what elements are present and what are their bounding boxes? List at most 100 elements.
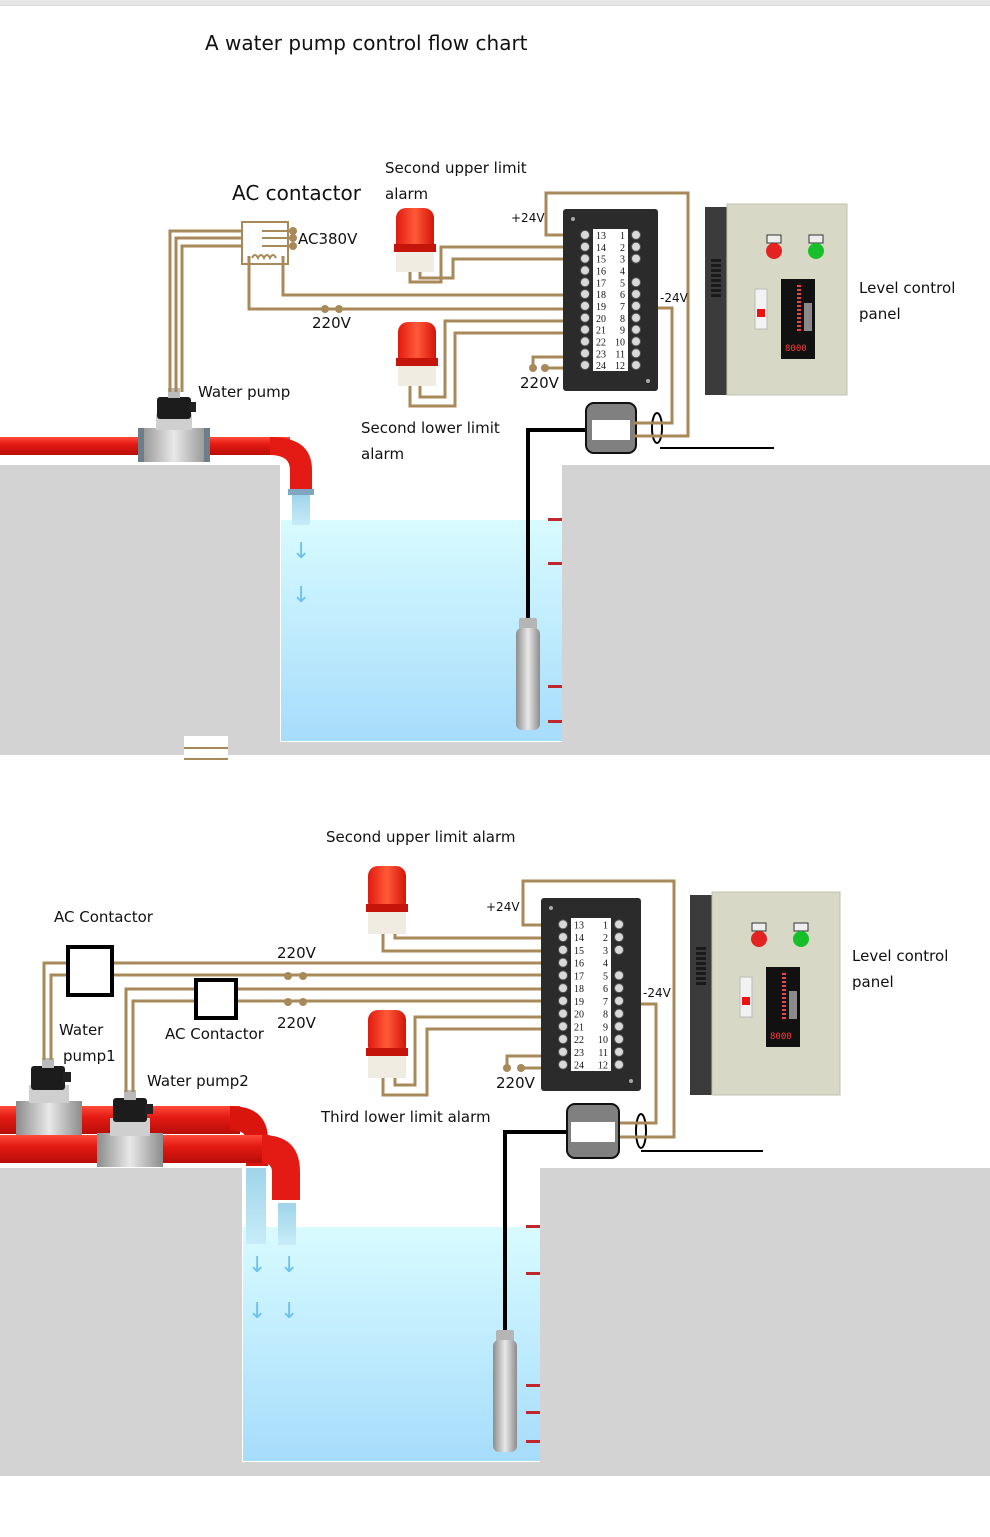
screw-terminal <box>614 932 624 943</box>
screw-terminal <box>558 1046 568 1057</box>
bargraph-segment <box>782 989 786 991</box>
screw-terminal <box>631 241 641 252</box>
lower-alarm-label-2: alarm <box>361 445 405 463</box>
terminal-number: 11 <box>598 1048 608 1059</box>
screw-terminal <box>558 944 568 955</box>
button-cap <box>793 922 809 932</box>
junction-box <box>585 402 774 454</box>
ac380v-label: AC380V <box>298 230 358 248</box>
terminal-number: 22 <box>596 337 606 348</box>
vent-slot <box>696 947 706 950</box>
bargraph-segment <box>797 301 801 303</box>
terminal-number: 18 <box>574 984 584 995</box>
terminal-number: 12 <box>598 1061 608 1072</box>
water-body <box>281 520 562 741</box>
level-control-panel: 8000 <box>705 203 848 396</box>
water-pump2-valve <box>97 1090 163 1167</box>
screw-terminal <box>631 229 641 240</box>
ac-contactor-1-box <box>66 945 114 997</box>
upper-alarm-label: Second upper limit alarm <box>326 828 516 846</box>
terminal-number: 8 <box>603 1010 608 1021</box>
ac-contactor-label: AC contactor <box>232 181 361 205</box>
ac-contactor-1-label: AC Contactor <box>54 908 153 926</box>
upper-limit-alarm-light <box>394 208 436 272</box>
tank-wall-right <box>540 1168 990 1476</box>
screw-terminal <box>580 312 590 323</box>
screw-terminal <box>558 995 568 1006</box>
screw-terminal <box>558 919 568 930</box>
vent-slot <box>711 274 721 277</box>
lower-alarm-label: Second lower limit <box>361 419 500 437</box>
power-220v-label: 220V <box>496 1074 535 1092</box>
vent-slot <box>711 269 721 272</box>
bargraph-segment <box>782 1009 786 1011</box>
terminal-number: 2 <box>603 933 608 944</box>
page-title: A water pump control flow chart <box>205 31 528 55</box>
screw-terminal <box>631 336 641 347</box>
screw-terminal <box>614 1046 624 1057</box>
mount-screw <box>646 379 650 383</box>
terminal-dots <box>284 972 525 1072</box>
tank-wall-left <box>0 465 280 755</box>
screw-terminal <box>614 919 624 930</box>
minus24v-label: -24V <box>643 986 671 1000</box>
water-pump1-label-2: pump1 <box>63 1047 116 1065</box>
terminal-number: 3 <box>603 946 608 957</box>
terminal-number: 13 <box>574 920 584 931</box>
screw-terminal <box>631 277 641 288</box>
terminal-number: 24 <box>574 1061 584 1072</box>
bargraph-segment <box>797 297 801 299</box>
screw-terminal <box>558 1059 568 1070</box>
flow-arrow-icon: ↓ <box>248 1299 266 1324</box>
diagram-1: ↓ ↓ <box>0 191 990 760</box>
screw-terminal <box>580 336 590 347</box>
screw-terminal <box>558 1034 568 1045</box>
screw-terminal <box>580 348 590 359</box>
bargraph-segment <box>797 325 801 327</box>
terminal-number: 21 <box>596 326 606 337</box>
panel-label: Level control <box>852 947 949 965</box>
terminal-number: 8 <box>620 314 625 325</box>
bargraph-segment <box>782 1017 786 1019</box>
terminal-number: 1 <box>620 231 625 242</box>
water-stream <box>278 1203 296 1245</box>
tank-wall-right <box>562 465 990 755</box>
bargraph-segment <box>797 321 801 323</box>
terminal-number: 12 <box>615 361 625 372</box>
level-sensor-probe <box>516 618 540 730</box>
terminal-number: 1 <box>603 920 608 931</box>
tank-wall-left <box>0 1168 242 1476</box>
bargraph-segment <box>782 981 786 983</box>
lower-limit-alarm-light <box>396 322 438 386</box>
screw-terminal <box>580 289 590 300</box>
terminal-number: 19 <box>574 997 584 1008</box>
panel-label-2: panel <box>852 973 894 991</box>
handle-lock <box>757 309 765 317</box>
top-bar <box>0 0 990 6</box>
screw-terminal <box>580 300 590 311</box>
screw-terminal <box>631 289 641 300</box>
screw-terminal <box>631 253 641 264</box>
panel-label: Level control <box>859 279 956 297</box>
bargraph-segment <box>797 285 801 287</box>
screw-terminal <box>580 253 590 264</box>
terminal-number: 18 <box>596 290 606 301</box>
vent-slot <box>711 259 721 262</box>
bargraph-segment <box>797 293 801 295</box>
screw-terminal <box>558 957 568 968</box>
terminal-number: 4 <box>620 266 625 277</box>
sensor-cable <box>526 428 588 620</box>
bargraph-segment <box>782 977 786 979</box>
stop-button-red <box>751 931 767 947</box>
terminal-number: 17 <box>596 278 606 289</box>
panel-label-2: panel <box>859 305 901 323</box>
level-sensor-probe <box>493 1330 517 1452</box>
water-pump1-label: Water <box>59 1021 104 1039</box>
mount-screw <box>571 217 575 221</box>
terminal-number: 22 <box>574 1035 584 1046</box>
bargraph-segment <box>797 329 801 331</box>
mount-screw <box>629 1079 633 1083</box>
terminal-number: 10 <box>598 1035 608 1046</box>
